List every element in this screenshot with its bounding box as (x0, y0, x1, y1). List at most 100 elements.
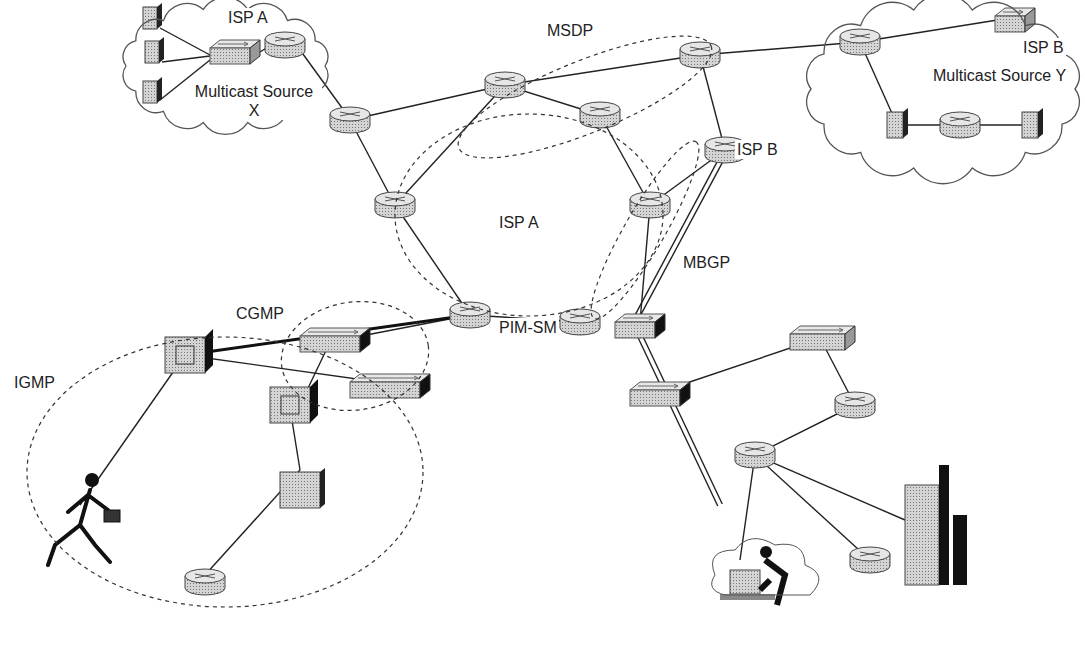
protocol-region: MBGP (585, 135, 710, 325)
network-wire (860, 18, 1010, 42)
server-side (157, 3, 162, 29)
router-top (630, 192, 670, 206)
server-icon (145, 37, 164, 63)
network-wires (80, 18, 1030, 575)
dashed-region (395, 114, 663, 316)
region-caption: PIM-SM (497, 318, 559, 337)
router-icon (735, 442, 775, 468)
router-top (185, 569, 225, 583)
switch-arrows (358, 376, 418, 380)
router-top (560, 309, 600, 323)
isp-cloud: ISP B Multicast Source Y (803, 0, 1083, 178)
switch-top (300, 328, 370, 336)
building-annex (953, 515, 967, 585)
trunk-wire (185, 315, 470, 355)
router-arrows (495, 77, 515, 81)
hub-side (205, 329, 213, 373)
server-side (903, 108, 908, 138)
switch-front (210, 48, 250, 64)
server-side (157, 77, 162, 103)
dashed-region (27, 337, 423, 607)
router-icon (680, 42, 720, 68)
switch-side (655, 314, 665, 338)
region-label: ISP B (1021, 38, 1066, 57)
switch-side (680, 382, 690, 406)
router-top (850, 547, 890, 561)
region-label: ISP A (497, 213, 541, 232)
isp-cloud: ISP A Multicast Source X (118, 0, 333, 132)
router-arrows (950, 117, 970, 121)
router-arrows (570, 314, 590, 318)
switch-front (995, 16, 1025, 32)
building-icon (905, 465, 967, 585)
switch-front (790, 334, 845, 350)
switch-arrows (1003, 10, 1023, 14)
cloud-outline (807, 0, 1080, 184)
monitor (730, 570, 760, 594)
isp-label: ISP B (735, 140, 780, 159)
router-arrows (640, 197, 660, 201)
network-icons (48, 3, 1043, 605)
region-outline (280, 300, 430, 412)
server-icon (887, 108, 908, 138)
person-figure (48, 473, 120, 565)
router-top (735, 442, 775, 456)
region-label: ISP A (226, 8, 270, 27)
switch-front (300, 336, 360, 352)
router-arrows (715, 142, 735, 146)
hub-side (310, 379, 318, 423)
switch-side (845, 326, 855, 350)
router-icon (940, 112, 980, 138)
workstation-user (720, 546, 785, 605)
region-label: MSDP (545, 21, 595, 40)
mbgp-link (630, 157, 720, 325)
switch-icon (615, 314, 665, 338)
hub-mark (281, 396, 299, 414)
person-head (85, 473, 99, 487)
briefcase (104, 510, 120, 522)
region-label: CGMP (234, 304, 286, 323)
router-icon (850, 547, 890, 573)
router-arrows (590, 107, 610, 111)
building-side (939, 465, 949, 585)
router-arrows (460, 307, 480, 311)
network-wire (395, 205, 470, 315)
region-caption: Multicast Source Y (931, 66, 1068, 85)
router-icon (185, 569, 225, 595)
hub-body (270, 387, 310, 423)
protocol-region: MSDP (445, 25, 720, 165)
network-wire (700, 42, 860, 55)
region-outline (445, 25, 720, 165)
router-arrows (275, 37, 295, 41)
network-wire (505, 55, 700, 85)
switch-arrows (798, 328, 843, 332)
hub-icon (165, 329, 213, 373)
server-side (159, 37, 164, 63)
mbgp-link (634, 159, 724, 327)
mbgp-link (642, 335, 722, 504)
switch-front (630, 390, 680, 406)
switch-icon (300, 328, 370, 352)
router-icon (485, 72, 525, 98)
switch-front (350, 382, 420, 398)
network-wire (740, 455, 755, 560)
region-caption: Multicast Source X (186, 82, 322, 120)
router-arrows (850, 34, 870, 38)
switch-front (615, 322, 655, 338)
person-head (760, 546, 772, 558)
router-icon (840, 29, 880, 55)
router-top (835, 392, 875, 406)
network-wire (395, 85, 505, 205)
router-top (375, 192, 415, 206)
switch-side (1025, 8, 1035, 32)
user-cloud (712, 539, 819, 595)
router-top (940, 112, 980, 126)
router-arrows (745, 447, 765, 451)
switch-icon (995, 8, 1035, 32)
switch-side (360, 328, 370, 352)
network-wire (160, 28, 210, 55)
server-body (1022, 112, 1038, 138)
network-wire (350, 85, 505, 120)
router-arrows (860, 552, 880, 556)
